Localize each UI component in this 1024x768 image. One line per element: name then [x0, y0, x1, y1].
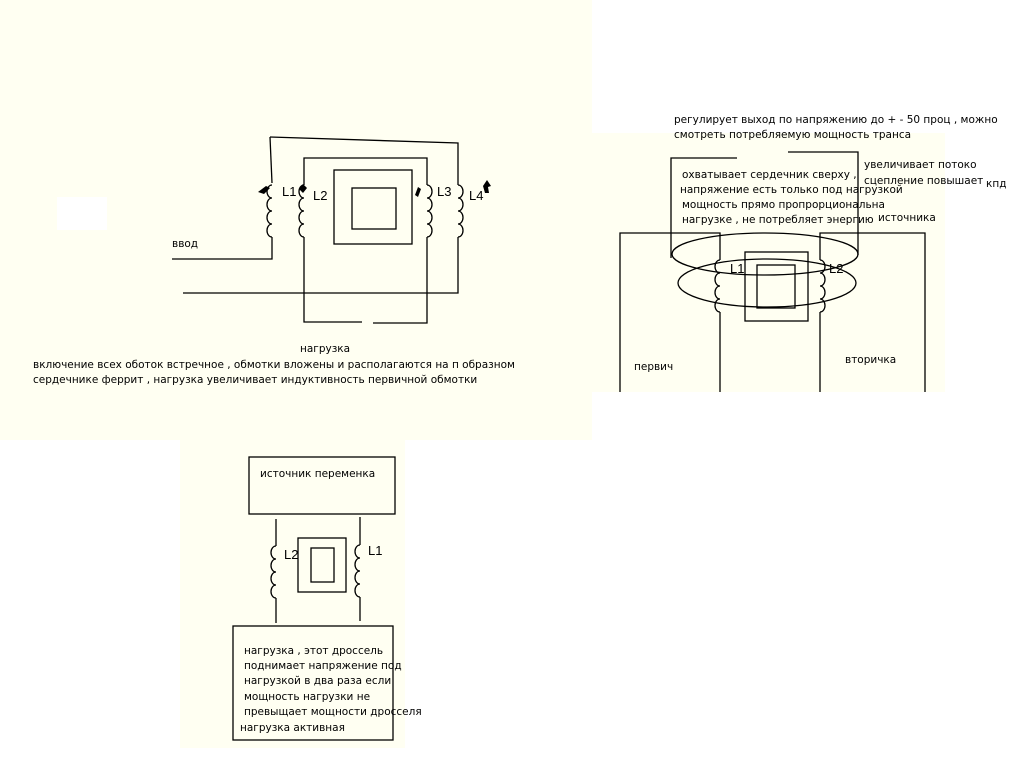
loop-note-line: напряжение есть только под нагрузкой [680, 184, 903, 196]
coil-label-l1: L1 [282, 184, 297, 199]
canvas-area-2 [592, 133, 945, 392]
top-note-line: смотреть потребляемую мощность транса [674, 129, 912, 141]
flux-loop-2 [677, 258, 857, 308]
coil-label-l2: L2 [829, 261, 844, 276]
core-inner [351, 187, 397, 230]
blank-patch [57, 197, 107, 230]
loop-note-line: охватывает сердечник сверху , [682, 169, 857, 181]
source-word: источника [878, 212, 936, 224]
coil-label-l2: L2 [313, 188, 328, 203]
diagram1-wiring [172, 136, 491, 324]
coil-l3 [426, 184, 433, 238]
coil-label-l2: L2 [284, 547, 299, 562]
kpd-label: кпд [986, 178, 1007, 190]
load-box [232, 625, 394, 741]
description-line: сердечнике феррит , нагрузка увеличивает… [33, 374, 478, 386]
coil-label-l1: L1 [730, 261, 745, 276]
load-note-line: нагрузка , этот дроссель [244, 645, 384, 657]
core-inner [756, 264, 796, 309]
coil-label-l1: L1 [368, 543, 383, 558]
flux-note-line: увеличивает потоко [864, 159, 977, 171]
flux-note-line: сцепление повышает [864, 175, 984, 187]
coil-label-l4: L4 [469, 188, 484, 203]
diagram2-wiring [619, 151, 926, 392]
coil-l1 [354, 544, 361, 598]
load-label: нагрузка [300, 343, 351, 355]
secondary-label: вторичка [845, 354, 897, 366]
loop-note-line: нагрузке , не потребляет энергию [682, 214, 874, 226]
source-label: источник переменка [260, 468, 376, 480]
coil-l4 [457, 184, 464, 238]
coil-label-l3: L3 [437, 184, 452, 199]
coil-l2 [270, 545, 277, 599]
coil-l1 [266, 184, 273, 238]
loop-note-line: мощность прямо пропрорциональна [682, 199, 885, 211]
diagram3-wiring [232, 456, 396, 741]
coil-l2 [298, 184, 305, 238]
load-note-line: нагрузкой в два раза если [244, 675, 392, 687]
load-note-line: превыщает мощности дросселя [244, 706, 422, 718]
load-note-line: поднимает напряжение под [244, 660, 402, 672]
load-type: нагрузка активная [240, 722, 345, 734]
coil-l1 [714, 259, 721, 313]
coil-l2 [819, 259, 826, 313]
description-line: включение всех оботок встречное , обмотк… [33, 359, 515, 371]
primary-label: первич [634, 361, 674, 373]
top-note-line: регулирует выход по напряжению до + - 50… [674, 114, 998, 126]
canvas-area-3 [180, 440, 405, 748]
phase-marks [258, 180, 491, 197]
core-outer [333, 169, 413, 245]
input-label: ввод [172, 238, 199, 250]
core-outer [744, 251, 809, 322]
core-outer [297, 537, 347, 593]
flux-loop-1 [671, 232, 859, 276]
source-box [248, 456, 396, 515]
load-note-line: мощность нагрузки не [244, 691, 371, 703]
core-inner [310, 547, 335, 583]
